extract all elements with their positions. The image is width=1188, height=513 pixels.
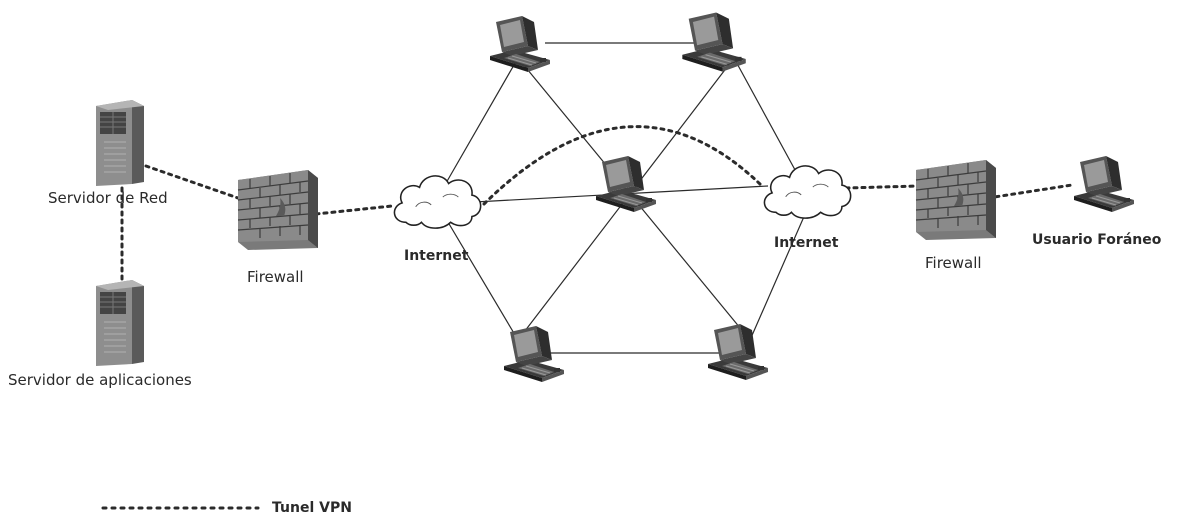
internet-left-cloud-icon	[393, 175, 482, 229]
legend-vpn-label: Tunel VPN	[272, 500, 352, 513]
computer-top-left-icon	[489, 15, 551, 73]
firewall-right-label: Firewall	[925, 254, 982, 272]
app-server-label: Servidor de aplicaciones	[8, 371, 192, 389]
remote-user-computer-icon	[1073, 155, 1135, 213]
computer-center-icon	[595, 155, 657, 213]
internet-left-label: Internet	[404, 248, 469, 264]
computer-bottom-left-icon	[503, 325, 565, 383]
computer-top-right-icon	[681, 11, 747, 73]
firewall-left-icon	[237, 170, 319, 250]
internet-right-label: Internet	[774, 235, 839, 251]
firewall-right-icon	[915, 160, 997, 240]
internet-right-cloud-icon	[763, 165, 852, 219]
network-server-icon	[95, 99, 145, 187]
network-server-label: Servidor de Red	[48, 189, 168, 207]
vpn-tunnel-lines	[120, 125, 1074, 282]
legend: Tunel VPN	[101, 500, 352, 513]
remote-user-label: Usuario Foráneo	[1032, 232, 1162, 248]
application-server-icon	[95, 279, 145, 367]
firewall-left-label: Firewall	[247, 268, 304, 286]
computer-bottom-right-icon	[707, 323, 769, 381]
